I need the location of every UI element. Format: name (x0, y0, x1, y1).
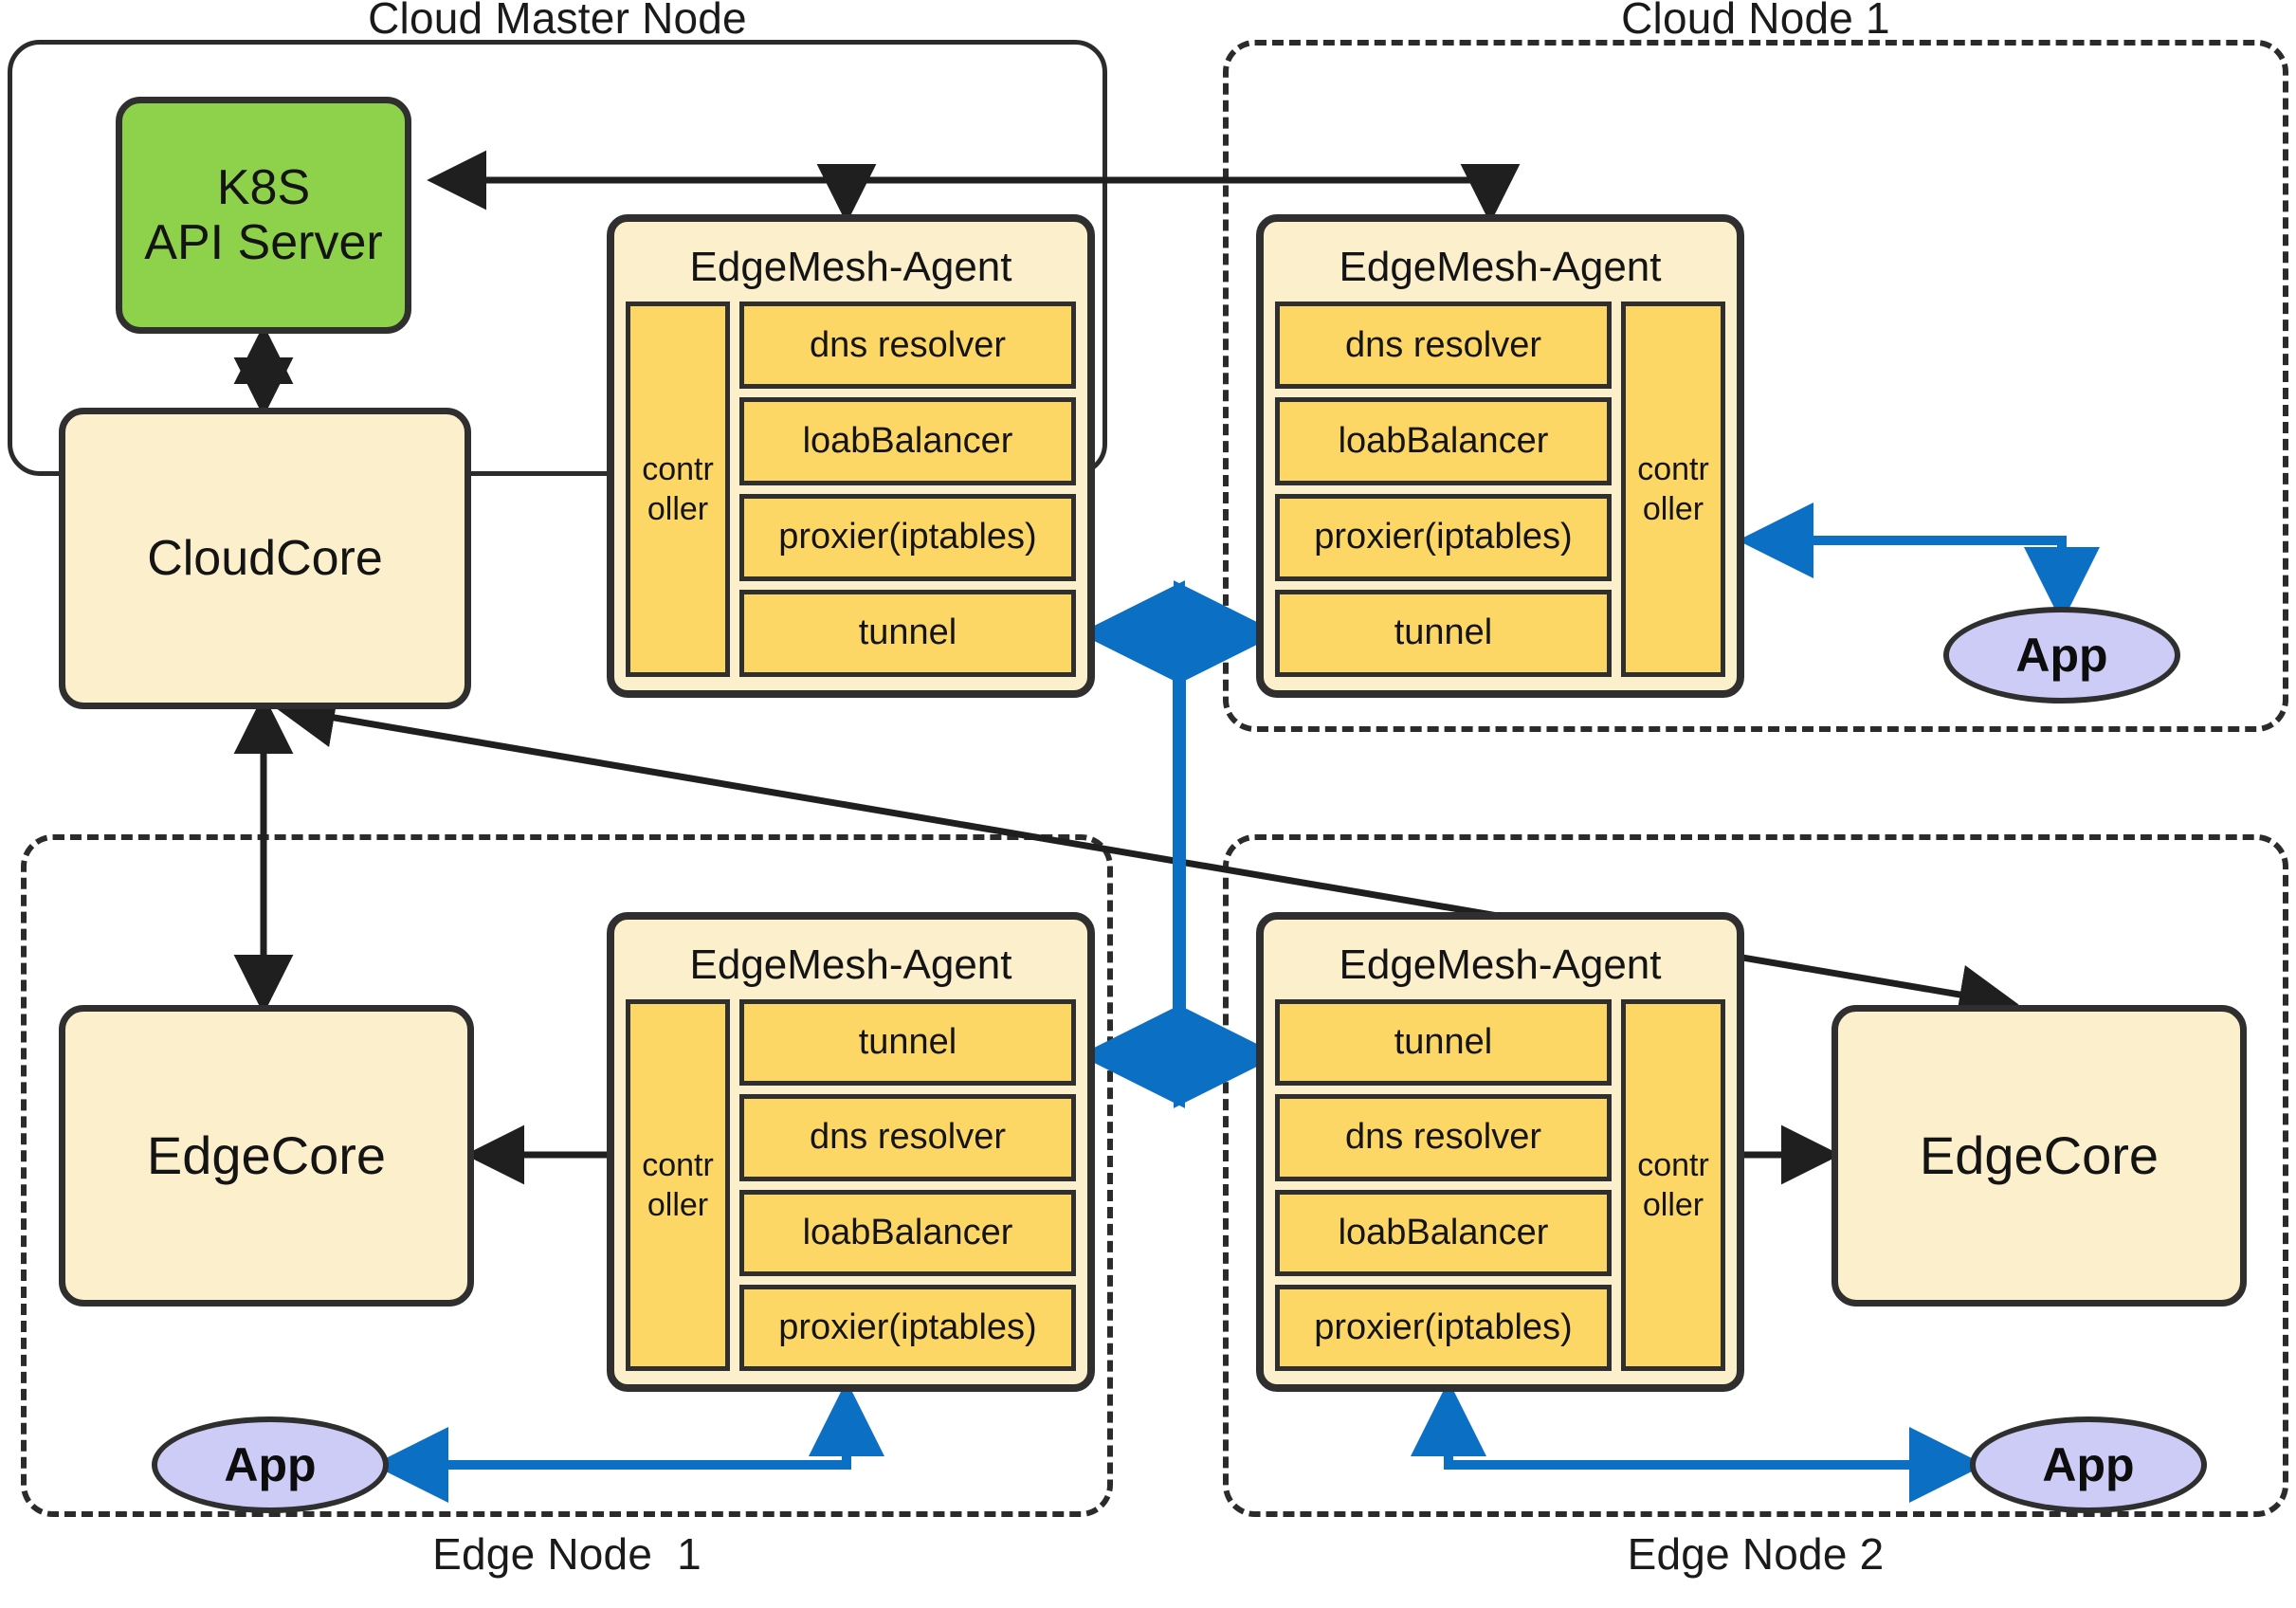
agent-module-load-balancer[interactable]: loabBalancer (1275, 1189, 1612, 1276)
agent-title: EdgeMesh-Agent (689, 941, 1012, 988)
agent-controller[interactable]: contr oller (1621, 999, 1725, 1371)
agent-controller[interactable]: contr oller (626, 999, 730, 1371)
app-edge-node-2[interactable]: App (1970, 1416, 2207, 1513)
k8s-api-server-box[interactable]: K8S API Server (116, 97, 411, 334)
edgemesh-agent-edge-node-2[interactable]: EdgeMesh-Agent contr oller tunnel dns re… (1256, 912, 1744, 1392)
agent-module-dns-resolver[interactable]: dns resolver (1275, 1094, 1612, 1181)
edgemesh-agent-cloud-master[interactable]: EdgeMesh-Agent contr oller dns resolver … (607, 214, 1095, 698)
agent-module-dns-resolver[interactable]: dns resolver (739, 302, 1076, 390)
agent-module-load-balancer[interactable]: loabBalancer (739, 1189, 1076, 1276)
agent-module-dns-resolver[interactable]: dns resolver (739, 1094, 1076, 1181)
cloudcore-box[interactable]: CloudCore (59, 408, 471, 709)
agent-module-proxier[interactable]: proxier(iptables) (739, 493, 1076, 581)
agent-title: EdgeMesh-Agent (1339, 941, 1662, 988)
app-edge-node-1[interactable]: App (152, 1416, 389, 1513)
agent-module-load-balancer[interactable]: loabBalancer (739, 397, 1076, 485)
agent-module-tunnel[interactable]: tunnel (739, 589, 1076, 677)
edgecore-2-box[interactable]: EdgeCore (1831, 1005, 2247, 1306)
agent-module-tunnel[interactable]: tunnel (739, 999, 1076, 1087)
zone-cloud-master-node (8, 40, 1107, 476)
agent-module-tunnel[interactable]: tunnel (1275, 589, 1612, 677)
edgemesh-agent-cloud-node-1[interactable]: EdgeMesh-Agent contr oller dns resolver … (1256, 214, 1744, 698)
agent-controller[interactable]: contr oller (626, 302, 730, 677)
edgemesh-agent-edge-node-1[interactable]: EdgeMesh-Agent contr oller tunnel dns re… (607, 912, 1095, 1392)
zone-title-cloud-node-1: Cloud Node 1 (1621, 0, 1890, 43)
agent-module-proxier[interactable]: proxier(iptables) (1275, 493, 1612, 581)
app-cloud-node-1[interactable]: App (1943, 607, 2180, 704)
edgecore-1-box[interactable]: EdgeCore (59, 1005, 474, 1306)
zone-title-cloud-master-node: Cloud Master Node (368, 0, 747, 43)
agent-title: EdgeMesh-Agent (1339, 244, 1662, 290)
agent-module-proxier[interactable]: proxier(iptables) (1275, 1284, 1612, 1371)
agent-controller[interactable]: contr oller (1621, 302, 1725, 677)
agent-title: EdgeMesh-Agent (689, 244, 1012, 290)
agent-module-dns-resolver[interactable]: dns resolver (1275, 302, 1612, 390)
agent-module-proxier[interactable]: proxier(iptables) (739, 1284, 1076, 1371)
zone-title-edge-node-1: Edge Node 1 (432, 1529, 702, 1579)
agent-module-tunnel[interactable]: tunnel (1275, 999, 1612, 1087)
zone-title-edge-node-2: Edge Node 2 (1627, 1529, 1885, 1579)
agent-module-load-balancer[interactable]: loabBalancer (1275, 397, 1612, 485)
